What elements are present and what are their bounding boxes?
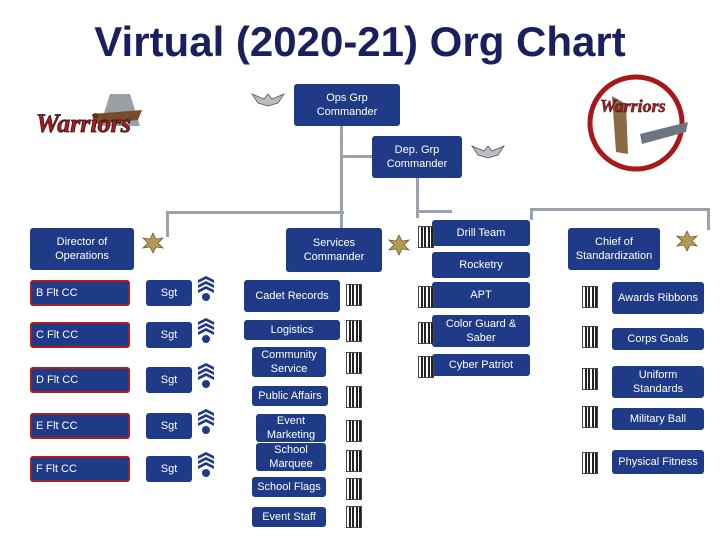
flight-commander-box[interactable]: E Flt CC — [30, 413, 130, 439]
cadet-rank-bars-icon — [346, 386, 362, 408]
sergeant-stripes-icon — [198, 409, 214, 434]
connector-line — [340, 125, 343, 155]
director-of-operations-box[interactable]: Director of Operations — [30, 228, 134, 270]
sergeant-box[interactable]: Sgt — [146, 413, 192, 439]
sergeant-box[interactable]: Sgt — [146, 322, 192, 348]
warriors-logo-left: Warriors — [36, 94, 142, 138]
svg-text:Warriors: Warriors — [36, 109, 131, 138]
cadet-rank-bars-icon — [418, 322, 434, 344]
oak-leaf-icon — [388, 234, 410, 256]
awards-ribbons-box[interactable]: Awards Ribbons — [612, 282, 704, 314]
sergeant-stripes-icon — [198, 452, 214, 477]
cadet-rank-bars-icon — [418, 356, 434, 378]
connector-line — [707, 208, 710, 230]
color-guard-saber-box[interactable]: Color Guard & Saber — [432, 315, 530, 347]
connector-line — [166, 211, 344, 214]
cadet-rank-bars-icon — [582, 368, 598, 390]
sergeant-box[interactable]: Sgt — [146, 456, 192, 482]
chief-of-standardization-box[interactable]: Chief of Standardization — [568, 228, 660, 270]
sergeant-stripes-icon — [198, 276, 214, 301]
warriors-logo-right: Warriors — [587, 74, 688, 172]
drill-team-box[interactable]: Drill Team — [432, 220, 530, 246]
school-flags-box[interactable]: School Flags — [252, 477, 326, 497]
flight-commander-box[interactable]: F Flt CC — [30, 456, 130, 482]
military-ball-box[interactable]: Military Ball — [612, 408, 704, 430]
cadet-rank-bars-icon — [582, 406, 598, 428]
cadet-rank-bars-icon — [346, 478, 362, 500]
cadet-rank-bars-icon — [346, 284, 362, 306]
flight-commander-box[interactable]: D Flt CC — [30, 367, 130, 393]
event-marketing-box[interactable]: Event Marketing — [256, 414, 326, 442]
connector-line — [416, 210, 452, 213]
flight-commander-box[interactable]: C Flt CC — [30, 322, 130, 348]
sergeant-stripes-icon — [198, 318, 214, 343]
rocketry-box[interactable]: Rocketry — [432, 252, 530, 278]
connector-line — [530, 208, 710, 211]
cadet-rank-bars-icon — [582, 452, 598, 474]
cadet-rank-bars-icon — [582, 326, 598, 348]
sergeant-stripes-icon — [198, 363, 214, 388]
oak-leaf-icon — [142, 232, 164, 254]
public-affairs-box[interactable]: Public Affairs — [252, 386, 328, 406]
ops-group-commander-box[interactable]: Ops Grp Commander — [294, 84, 400, 126]
cyber-patriot-box[interactable]: Cyber Patriot — [432, 354, 530, 376]
connector-line — [530, 208, 533, 220]
connector-line — [166, 211, 169, 237]
colonel-eagle-icon — [470, 145, 506, 159]
colonel-eagle-icon — [250, 93, 286, 107]
school-marquee-box[interactable]: School Marquee — [256, 443, 326, 471]
logistics-box[interactable]: Logistics — [244, 320, 340, 340]
cadet-rank-bars-icon — [418, 226, 434, 248]
cadet-rank-bars-icon — [346, 450, 362, 472]
page-title: Virtual (2020-21) Org Chart — [94, 18, 626, 65]
cadet-rank-bars-icon — [418, 286, 434, 308]
oak-leaf-icon — [676, 230, 698, 252]
deputy-group-commander-box[interactable]: Dep. Grp Commander — [372, 136, 462, 178]
cadet-rank-bars-icon — [582, 286, 598, 308]
corps-goals-box[interactable]: Corps Goals — [612, 328, 704, 350]
community-service-box[interactable]: Community Service — [252, 347, 326, 377]
connector-line — [340, 211, 343, 235]
apt-box[interactable]: APT — [432, 282, 530, 308]
svg-text:Warriors: Warriors — [600, 96, 666, 116]
cadet-records-box[interactable]: Cadet Records — [244, 280, 340, 312]
flight-commander-box[interactable]: B Flt CC — [30, 280, 130, 306]
cadet-rank-bars-icon — [346, 506, 362, 528]
connector-line — [340, 155, 374, 158]
connector-line — [416, 178, 419, 218]
cadet-rank-bars-icon — [346, 420, 362, 442]
event-staff-box[interactable]: Event Staff — [252, 507, 326, 527]
cadet-rank-bars-icon — [346, 320, 362, 342]
sergeant-box[interactable]: Sgt — [146, 367, 192, 393]
connector-line — [340, 155, 343, 213]
physical-fitness-box[interactable]: Physical Fitness — [612, 450, 704, 474]
uniform-standards-box[interactable]: Uniform Standards — [612, 366, 704, 398]
services-commander-box[interactable]: Services Commander — [286, 228, 382, 272]
sergeant-box[interactable]: Sgt — [146, 280, 192, 306]
cadet-rank-bars-icon — [346, 352, 362, 374]
